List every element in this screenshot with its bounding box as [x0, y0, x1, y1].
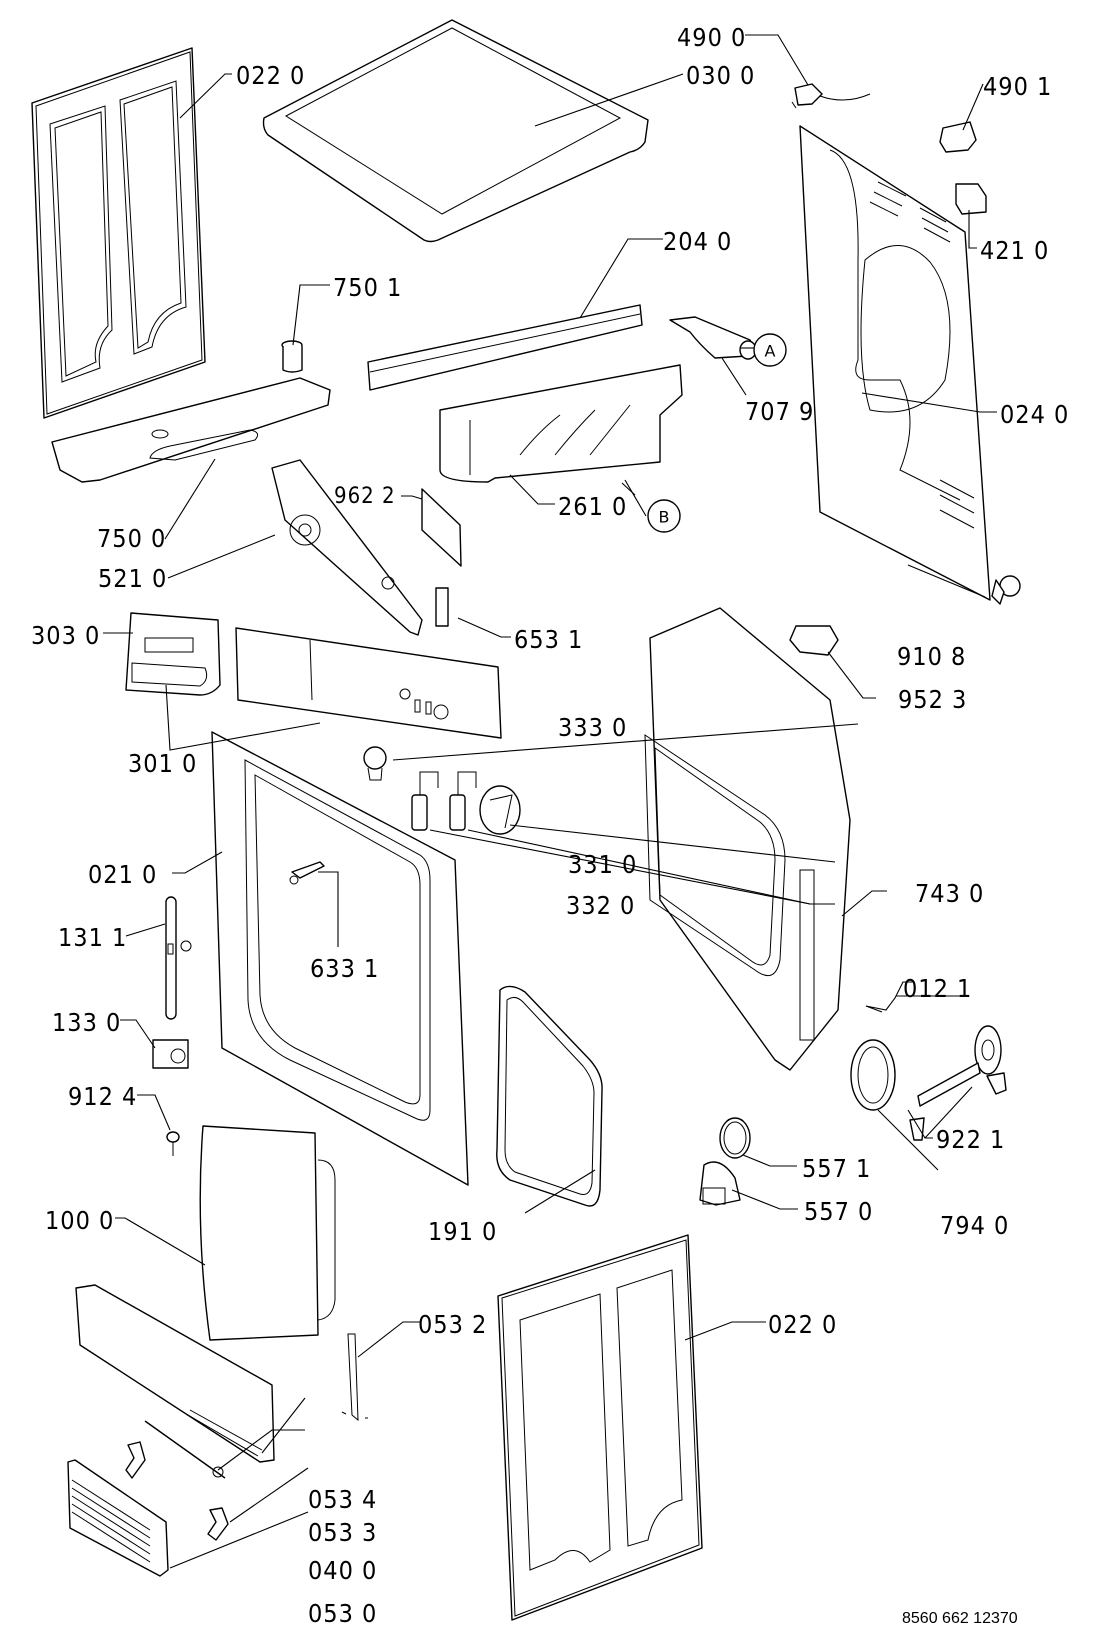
door-part — [199, 1125, 336, 1341]
hose-nozzle-part — [789, 625, 839, 656]
filter-cap-part — [281, 340, 303, 373]
reference-marker-b: B — [647, 499, 681, 533]
part-label-striker: 633 1 — [310, 954, 379, 983]
label-card-part — [421, 488, 462, 567]
sensor-part — [669, 316, 757, 360]
part-label-container-handle: 303 0 — [31, 621, 100, 650]
part-label-side-panel-right: 022 0 — [768, 1310, 837, 1339]
part-label-plinth-grille: 053 0 — [308, 1599, 377, 1628]
part-label-container-housing: 750 0 — [97, 524, 166, 553]
part-label-roller-set: 012 1 — [903, 974, 972, 1003]
part-label-control-panel: 301 0 — [128, 749, 197, 778]
part-label-top-cover: 030 0 — [686, 61, 755, 90]
connector-strip-part — [435, 587, 449, 627]
part-label-kickplate: 053 4 — [308, 1485, 377, 1514]
part-label-rear-panel: 024 0 — [1000, 400, 1069, 429]
part-label-filter-cap: 750 1 — [333, 273, 402, 302]
part-label-clips: 922 1 — [936, 1125, 1005, 1154]
part-label-knob: 331 0 — [568, 850, 637, 879]
electronic-board-part — [271, 459, 423, 636]
top-rail-part — [367, 304, 643, 391]
spring-part — [341, 1333, 368, 1422]
hinge-part — [152, 1039, 189, 1069]
reference-marker-a: A — [753, 333, 787, 367]
door-seal-part — [496, 985, 603, 1207]
thermostat-part — [699, 1161, 741, 1206]
part-label-connector-strip: 653 1 — [514, 625, 583, 654]
condenser-duct-part — [439, 364, 683, 483]
part-label-hinge: 133 0 — [52, 1008, 121, 1037]
top-cover-part — [262, 19, 649, 243]
part-label-front-panel: 021 0 — [88, 860, 157, 889]
kickplate-part — [75, 1284, 275, 1463]
part-label-push-buttons: 332 0 — [566, 891, 635, 920]
rod-part — [144, 1420, 226, 1479]
part-labels: 022 0 030 0 490 0 490 1 421 0 204 0 750 … — [31, 23, 1069, 1628]
push-buttons-part — [411, 771, 477, 831]
screw-910-part — [991, 575, 1021, 605]
clip-part — [955, 183, 987, 215]
part-label-electronic-board: 521 0 — [98, 564, 167, 593]
part-label-rod: 053 3 — [308, 1518, 377, 1547]
part-label-indicator-lens: 333 0 — [558, 713, 627, 742]
part-label-top-rail: 204 0 — [663, 227, 732, 256]
striker-part — [289, 861, 325, 885]
knob-part — [479, 785, 521, 835]
part-label-thermostat: 557 0 — [804, 1197, 873, 1226]
part-label-connector: 490 1 — [983, 72, 1052, 101]
part-label-side-panel-left: 022 0 — [236, 61, 305, 90]
side-panel-left-part — [31, 47, 206, 419]
document-number: 8560 662 12370 — [902, 1610, 1018, 1627]
front-panel-part — [211, 731, 469, 1186]
indicator-lens-part — [363, 746, 387, 781]
part-label-inner-front-frame: 743 0 — [915, 879, 984, 908]
part-label-spring: 053 2 — [418, 1310, 487, 1339]
part-label-screw-910: 910 8 — [897, 642, 966, 671]
part-label-hinge-strip: 131 1 — [58, 923, 127, 952]
screw-912-part — [166, 1131, 180, 1156]
hinge-strip-part — [165, 896, 192, 1020]
part-label-door-seal: 191 0 — [428, 1217, 497, 1246]
reference-letter-a: A — [765, 342, 776, 361]
connector-part — [939, 121, 977, 153]
bracket-part — [125, 1441, 229, 1541]
reference-letter-b: B — [659, 508, 670, 527]
part-label-screw-912: 912 4 — [68, 1082, 137, 1111]
container-housing-part — [51, 377, 331, 483]
part-label-hose-nozzle: 952 3 — [898, 685, 967, 714]
inner-front-frame-part — [644, 607, 851, 1071]
part-label-bracket: 040 0 — [308, 1556, 377, 1585]
rear-panel-part — [799, 125, 991, 601]
part-label-mains-plug: 490 0 — [677, 23, 746, 52]
part-label-felt-seal: 794 0 — [940, 1211, 1009, 1240]
plinth-grille-part — [67, 1459, 169, 1577]
leader-lines — [103, 34, 997, 1569]
control-panel-part — [235, 627, 502, 739]
side-panel-right-part — [497, 1234, 703, 1621]
felt-seal-part — [850, 1039, 896, 1111]
part-label-door: 100 0 — [45, 1206, 114, 1235]
part-label-label-card: 962 2 — [334, 484, 396, 509]
part-label-clip: 421 0 — [980, 236, 1049, 265]
mains-plug-part — [791, 83, 871, 109]
part-label-condenser-duct: 261 0 — [558, 492, 627, 521]
part-label-o-ring: 557 1 — [802, 1154, 871, 1183]
roller-set-part — [909, 1025, 1007, 1141]
o-ring-part — [719, 1117, 751, 1159]
container-handle-part — [125, 612, 221, 696]
part-label-sensor: 707 9 — [745, 397, 814, 426]
